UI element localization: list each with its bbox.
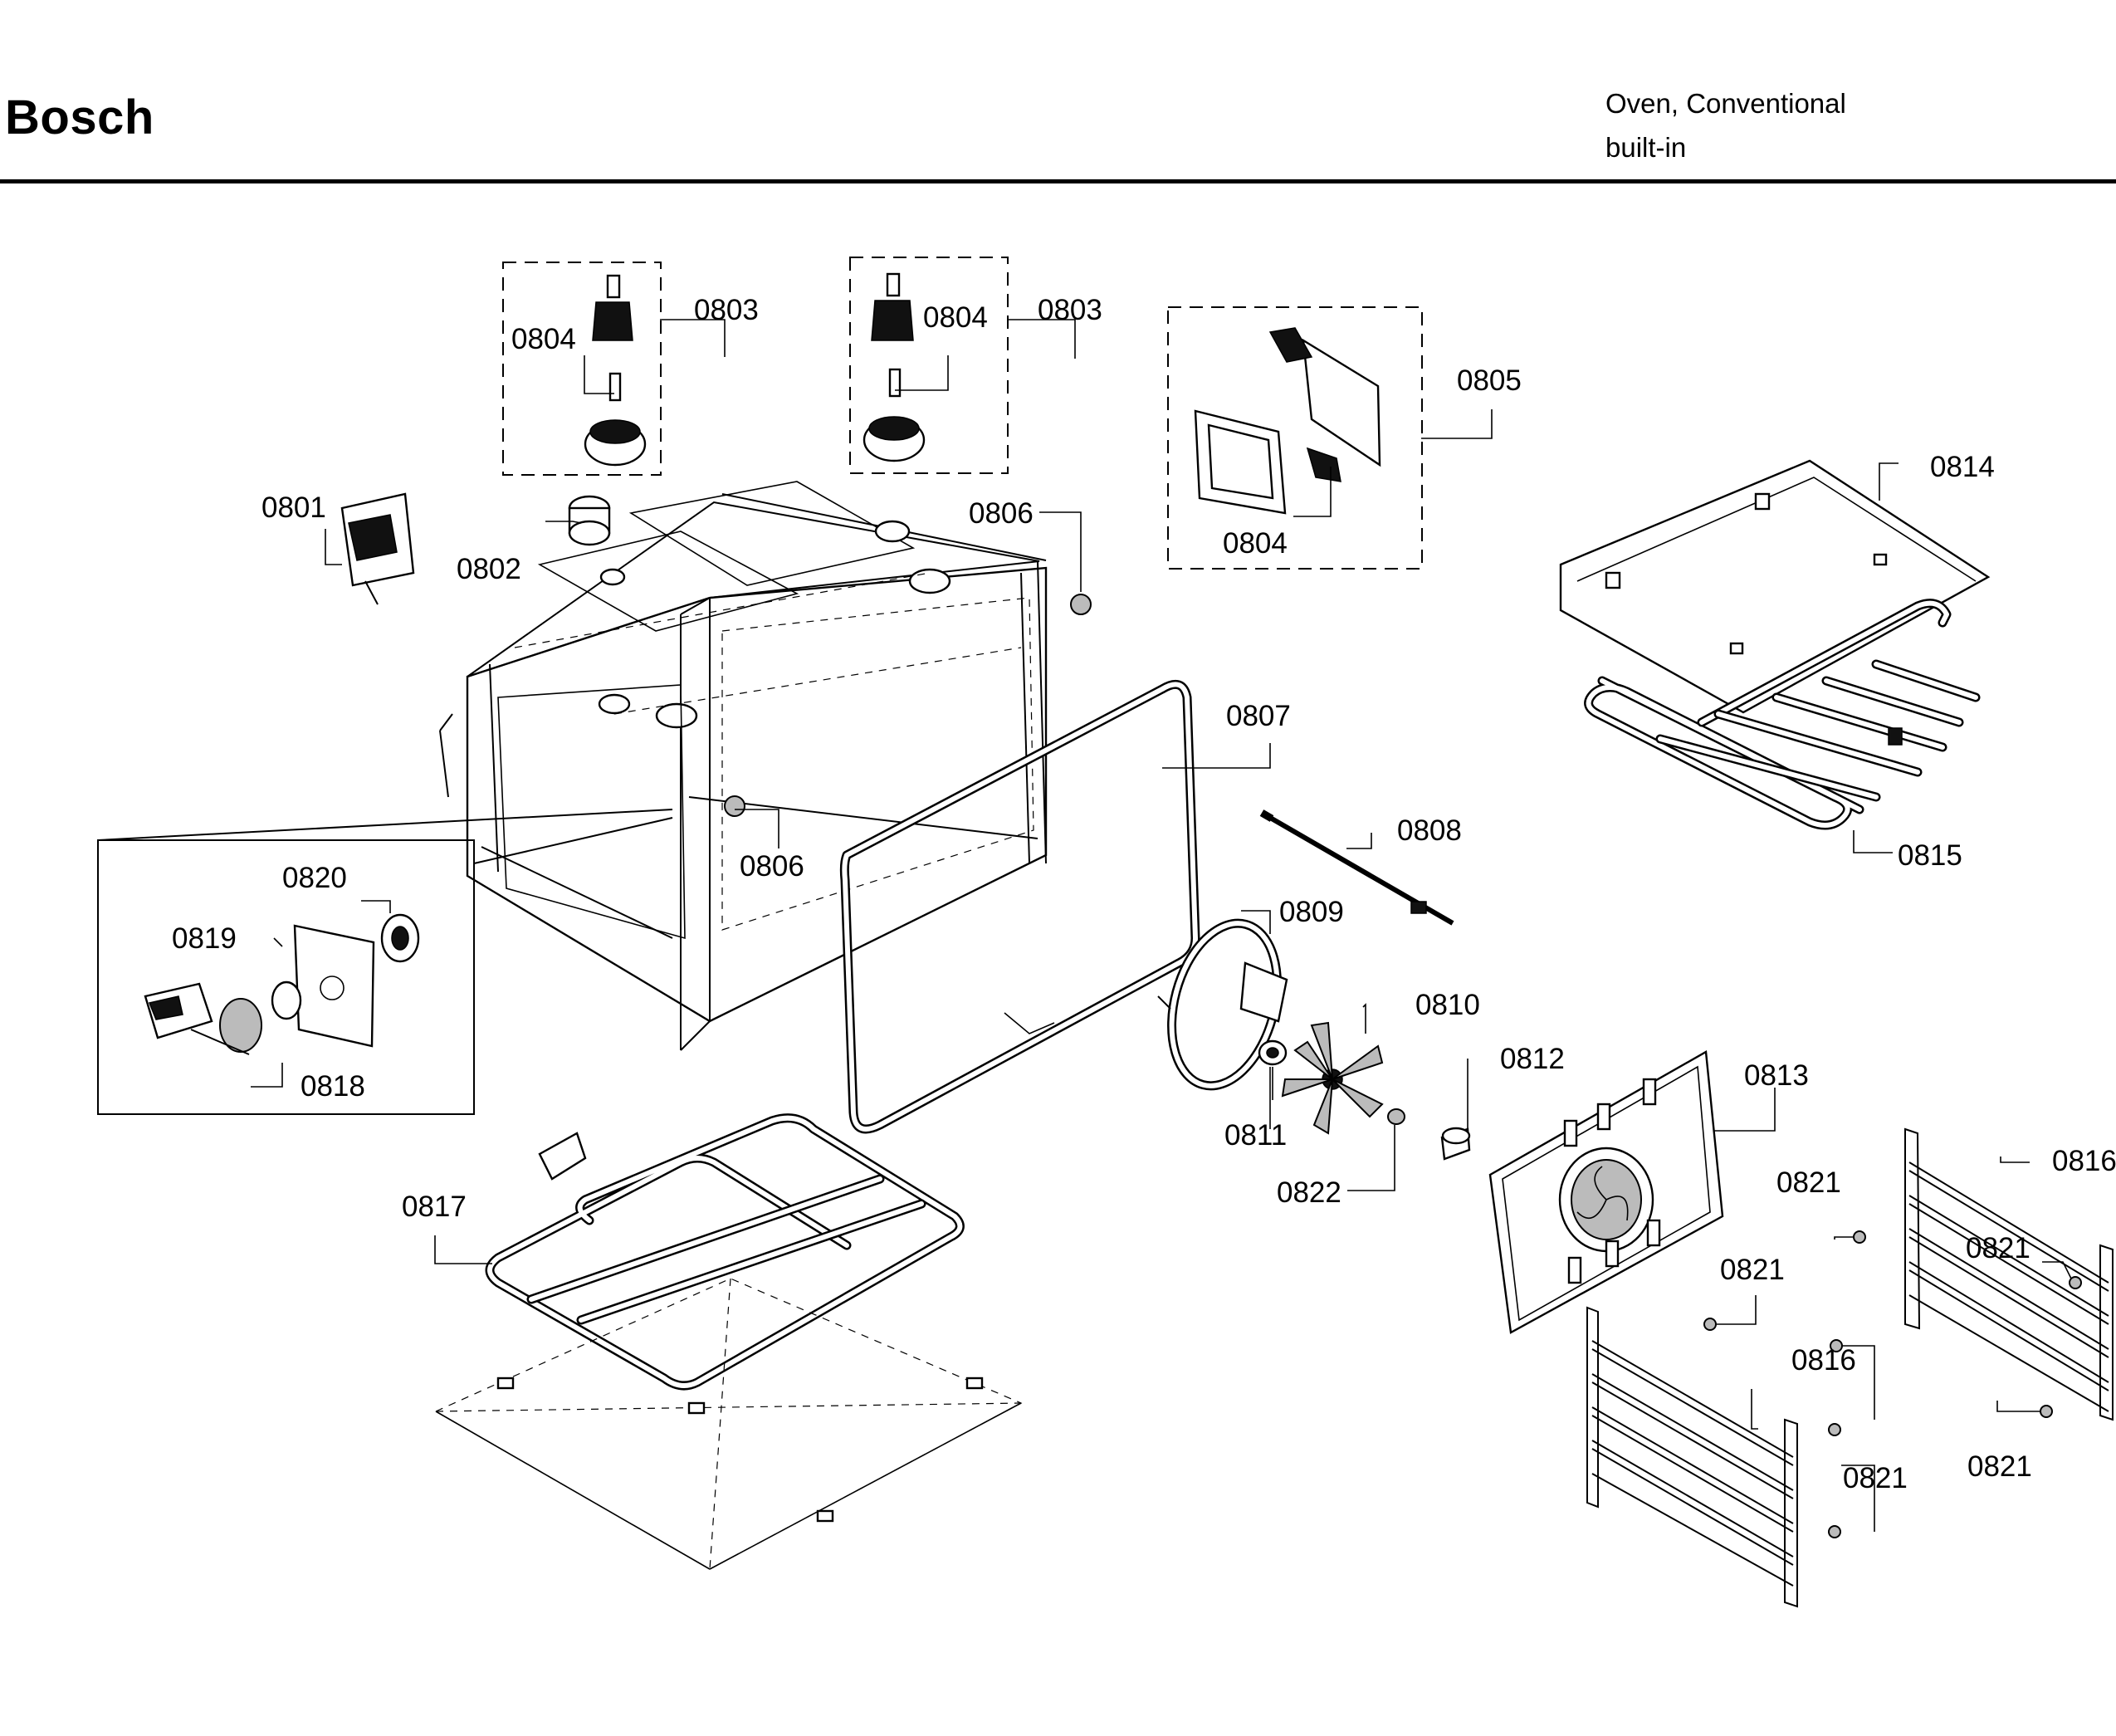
spacer-drawing: [1440, 1127, 1471, 1161]
callout-0802: 0802: [457, 553, 521, 585]
bake-heating-element-drawing: [485, 1113, 965, 1391]
callout-0807: 0807: [1226, 700, 1291, 732]
callout-0820: 0820: [282, 862, 347, 894]
temperature-sensor-drawing: [1259, 809, 1454, 926]
callout-0814: 0814: [1930, 451, 1995, 483]
callout-0813: 0813: [1744, 1059, 1809, 1092]
product-type: Oven, Conventional: [1605, 88, 1846, 119]
oven-cavity-drawing: [439, 481, 1048, 1051]
callout-0804-side: 0804: [1223, 527, 1288, 560]
callout-0811: 0811: [1224, 1119, 1287, 1152]
convection-heating-element-drawing: [1157, 918, 1288, 1091]
callout-0818: 0818: [301, 1070, 365, 1103]
nut-drawing: [1387, 1108, 1405, 1125]
door-gasket-drawing: [839, 679, 1200, 1134]
callout-0805: 0805: [1457, 364, 1522, 397]
product-subtype: built-in: [1605, 132, 1687, 163]
detail-inset-drawing: [97, 809, 673, 1115]
lamp-assembly-right-drawing: [849, 257, 1009, 474]
side-lamp-assembly-drawing: [1167, 306, 1423, 570]
product-description: Oven, Conventional built-in: [1605, 81, 1846, 169]
callout-0821-b: 0821: [1966, 1232, 2030, 1264]
side-rack-left-drawing: [1586, 1306, 1798, 1608]
fan-blade-drawing: [1281, 1021, 1384, 1135]
rack-screws-drawing: [1703, 1230, 2082, 1538]
callout-0810: 0810: [1415, 989, 1480, 1021]
callout-0816-left: 0816: [1791, 1344, 1856, 1377]
callout-0821-a: 0821: [1776, 1166, 1841, 1199]
callout-0822: 0822: [1277, 1176, 1341, 1209]
callout-0815: 0815: [1898, 839, 1962, 872]
side-rack-right-drawing: [1904, 1127, 2114, 1421]
heat-shield-drawing: [1559, 459, 1991, 714]
callout-0806-top: 0806: [969, 497, 1034, 530]
callout-0809: 0809: [1279, 896, 1344, 928]
callout-0804-left: 0804: [511, 323, 576, 355]
callout-0801: 0801: [261, 491, 326, 524]
callout-0803-right: 0803: [1038, 294, 1102, 326]
oven-bottom-panel-drawing: [434, 1278, 1023, 1570]
callout-0821-e: 0821: [1967, 1450, 2032, 1483]
knob-drawing: [568, 495, 611, 546]
callout-0804-right: 0804: [923, 301, 988, 334]
plug-front-drawing: [724, 795, 745, 817]
brand-title: Bosch: [5, 90, 154, 144]
callout-0808: 0808: [1397, 814, 1462, 847]
callout-0819: 0819: [172, 922, 237, 955]
door-lock-switch-drawing: [340, 492, 415, 605]
leader-lines: [251, 319, 2072, 1532]
washer-drawing: [1258, 1039, 1288, 1066]
callout-0803-left: 0803: [694, 294, 759, 326]
callout-0806-front: 0806: [740, 850, 804, 883]
lamp-assembly-left-drawing: [502, 262, 662, 476]
callout-0821-c: 0821: [1720, 1254, 1785, 1286]
callout-0812: 0812: [1500, 1043, 1565, 1075]
header-rule: [0, 179, 2116, 183]
callout-0816-right: 0816: [2052, 1145, 2116, 1177]
callout-labels: 0801 0802 0803 0803 0804 0804 0804 0805 …: [172, 294, 2116, 1494]
plug-top-drawing: [1070, 594, 1092, 615]
broil-heating-element-drawing: [1584, 599, 1981, 830]
callout-0817: 0817: [402, 1191, 467, 1223]
fan-cover-drawing: [1488, 1050, 1724, 1334]
callout-0821-d: 0821: [1843, 1462, 1908, 1494]
